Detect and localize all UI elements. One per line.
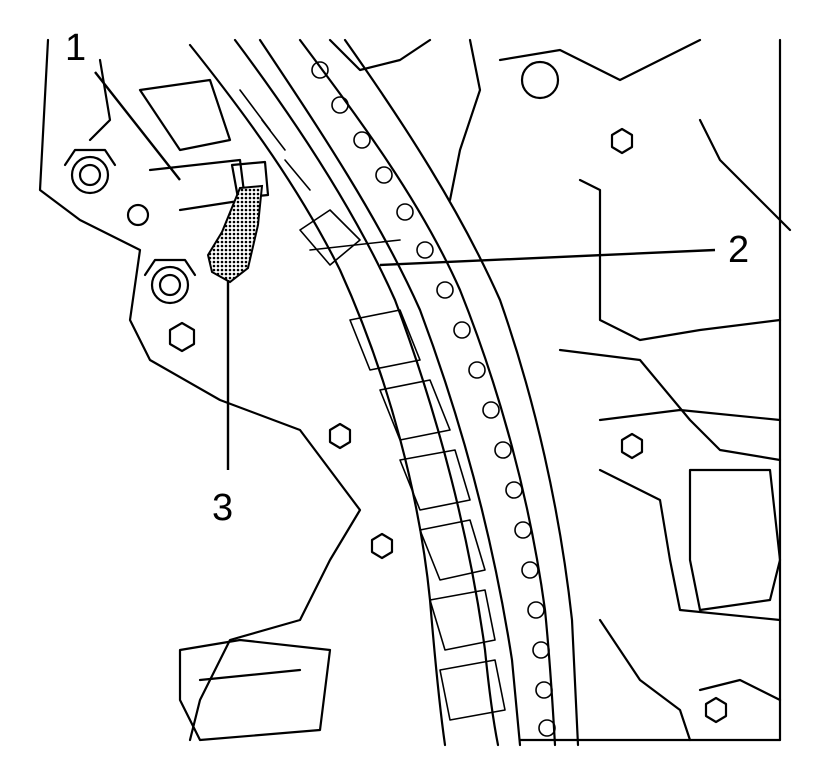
leader-lines — [94, 71, 716, 470]
leader-line-2 — [379, 248, 716, 267]
chain-links — [311, 61, 556, 737]
chain-guide — [188, 38, 522, 747]
leader-line-1 — [94, 71, 181, 181]
engine-block-outline — [38, 38, 792, 742]
timing-chain — [298, 38, 580, 747]
callout-2: 2 — [728, 229, 749, 271]
callout-1: 1 — [65, 27, 86, 69]
callout-3: 3 — [212, 487, 233, 529]
bolts — [63, 60, 728, 724]
callout-labels: 1 2 3 — [65, 27, 749, 529]
highlighted-pin — [206, 160, 270, 284]
